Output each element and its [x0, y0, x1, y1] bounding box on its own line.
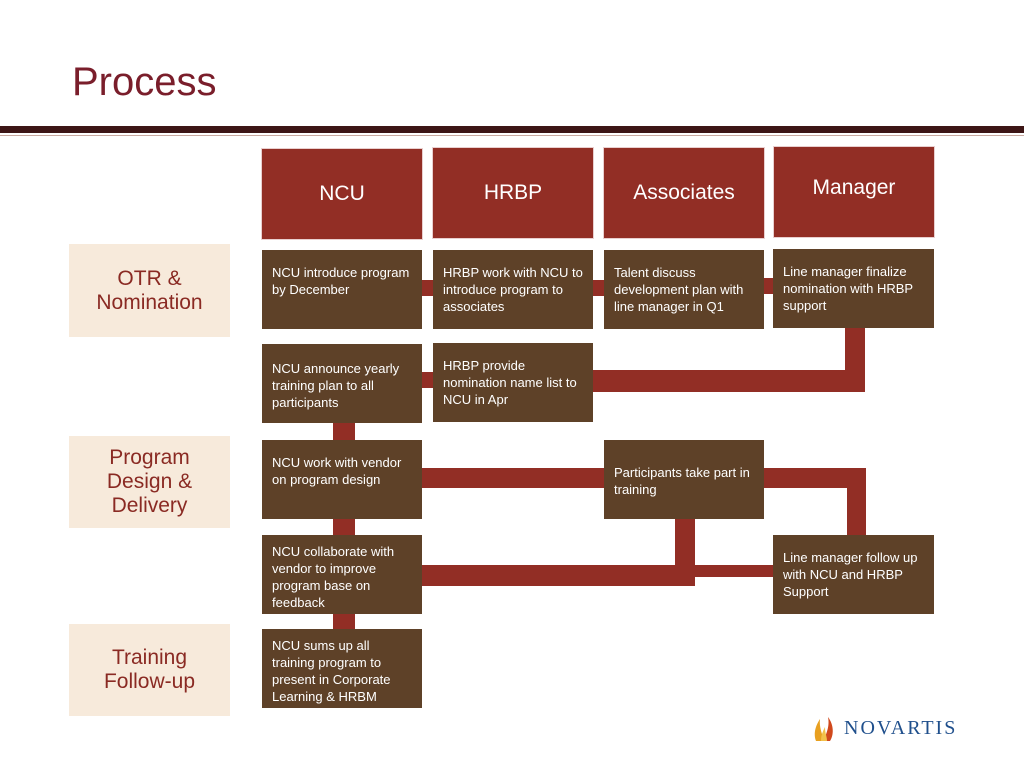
- connector-to-manager-followup: [847, 468, 866, 538]
- column-header-manager: Manager: [774, 147, 934, 237]
- step-manager-followup: Line manager follow up with NCU and HRBP…: [773, 535, 934, 614]
- connector-ncu-vertical-1: [333, 420, 355, 442]
- step-ncu-introduce: NCU introduce program by December: [262, 250, 422, 329]
- step-hrbp-work: HRBP work with NCU to introduce program …: [433, 250, 593, 329]
- connector-manager-to-hrbp: [590, 370, 865, 392]
- step-hrbp-provide: HRBP provide nomination name list to NCU…: [433, 343, 593, 422]
- connector-hrbp-ncu: [420, 372, 436, 388]
- step-ncu-sums: NCU sums up all training program to pres…: [262, 629, 422, 708]
- step-manager-finalize: Line manager finalize nomination with HR…: [773, 249, 934, 328]
- lane-otr-nomination: OTR & Nomination: [69, 244, 230, 337]
- page-title: Process: [72, 60, 217, 104]
- title-divider: [0, 126, 1024, 133]
- connector-ncu-vertical-3: [333, 612, 355, 632]
- connector-ncu-vertical-2: [333, 518, 355, 538]
- title-divider-shadow: [0, 135, 1024, 136]
- column-header-associates: Associates: [604, 148, 764, 238]
- step-talent-discuss: Talent discuss development plan with lin…: [604, 250, 764, 329]
- step-ncu-announce: NCU announce yearly training plan to all…: [262, 344, 422, 423]
- novartis-flame-icon: [814, 717, 833, 741]
- connector-followup-to-ncu: [420, 565, 776, 577]
- connector-hrbp-associates-top: [591, 280, 607, 296]
- step-ncu-collaborate: NCU collaborate with vendor to improve p…: [262, 535, 422, 614]
- connector-ncu-hrbp-top: [420, 280, 436, 296]
- column-header-hrbp: HRBP: [433, 148, 593, 238]
- novartis-logo: NOVARTIS: [812, 713, 957, 743]
- step-participants-training: Participants take part in training: [604, 440, 764, 519]
- lane-training-followup: Training Follow-up: [69, 624, 230, 716]
- novartis-logo-text: NOVARTIS: [844, 716, 958, 739]
- column-header-ncu: NCU: [262, 149, 422, 239]
- step-ncu-vendor: NCU work with vendor on program design: [262, 440, 422, 519]
- lane-program-design-delivery: Program Design & Delivery: [69, 436, 230, 528]
